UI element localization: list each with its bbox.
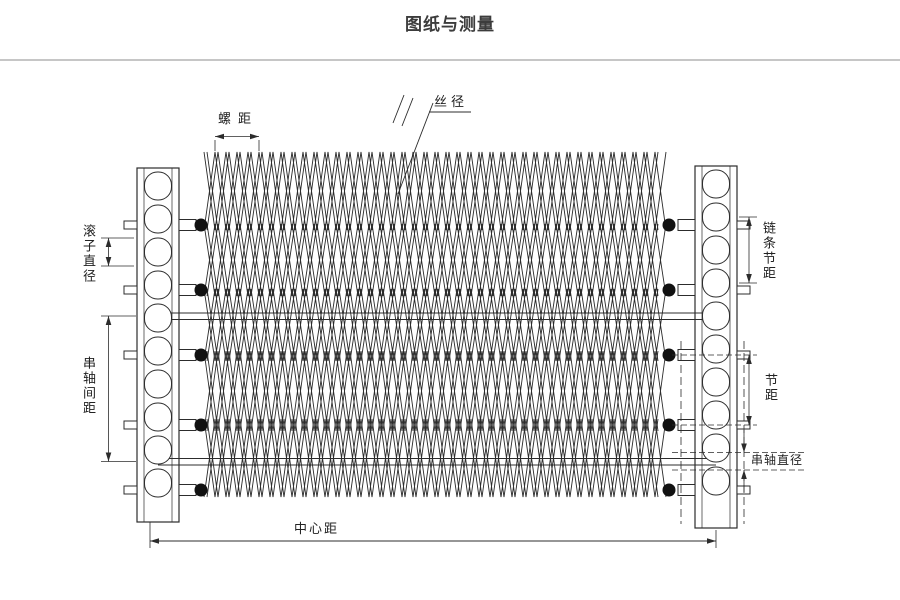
label-pitch: 节距: [762, 373, 778, 403]
section-divider: [0, 59, 900, 61]
label-rod-spacing: 串轴间距: [80, 356, 96, 416]
cross-rods: [158, 312, 716, 466]
left-roller-chain: [123, 167, 197, 523]
rod-end-buttons: [194, 218, 676, 497]
dimension-annotations: [101, 94, 806, 548]
right-roller-chain: [677, 165, 751, 529]
page-title: 图纸与测量: [405, 15, 495, 34]
wire-mesh-belt: [203, 151, 667, 498]
label-roller-diameter: 滚子直径: [80, 224, 96, 284]
label-center-distance: 中心距: [294, 521, 340, 536]
label-wire-diameter: 丝径: [434, 94, 469, 109]
label-spiral-pitch: 螺距: [217, 111, 258, 126]
label-rod-diameter: 串轴直径: [751, 453, 804, 467]
label-chain-pitch: 链条节距: [760, 221, 776, 281]
